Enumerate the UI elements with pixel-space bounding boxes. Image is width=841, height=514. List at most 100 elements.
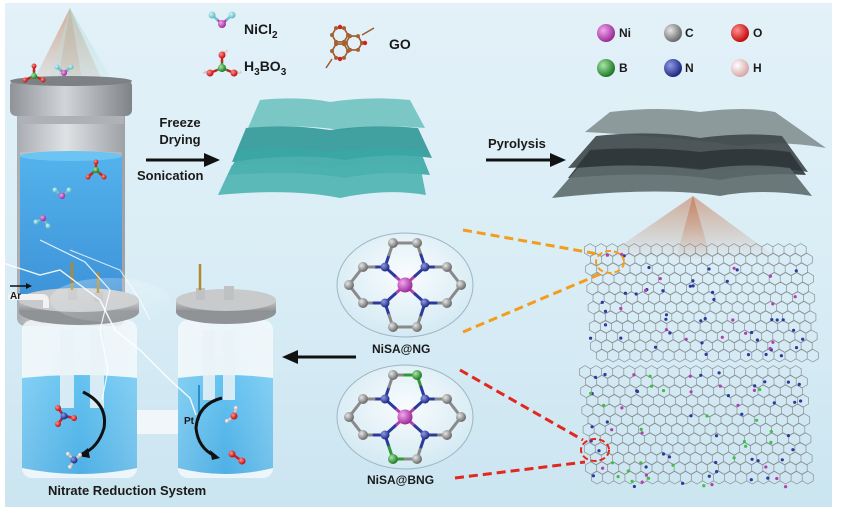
catalyst-label-nisa-bng: NiSA@BNG (367, 473, 435, 487)
bng-lattice-dopant (749, 478, 753, 482)
freeze-text: Freeze (159, 115, 201, 130)
ng-lattice-dopant (691, 279, 695, 283)
bng-lattice-dopant (732, 456, 736, 460)
bng-lattice-dopant (753, 384, 757, 388)
bnin4-molecule (344, 370, 466, 464)
bng-lattice-dopant (590, 425, 594, 429)
nitrate-ion (55, 405, 77, 427)
bng-lattice-dopant (705, 414, 709, 418)
nicl2-in-solution-2 (33, 215, 51, 229)
water-molecule (225, 406, 238, 423)
reagent-h3bo3-label: H3BO3 (244, 58, 286, 78)
bng-lattice-dopant (718, 384, 722, 388)
h3bo3-text-h: H (244, 58, 255, 74)
ng-lattice-dopant (644, 288, 648, 293)
legend-sphere-h (731, 59, 749, 77)
ng-lattice-dopant (664, 317, 668, 321)
bng-lattice-dopant (750, 457, 754, 461)
h3bo3-subscript-3b: 3 (280, 66, 287, 78)
ng-lattice-dopant (779, 354, 784, 358)
legend-sphere-b (597, 59, 615, 77)
reagent-nicl2-label: NiCl2 (244, 21, 278, 41)
bng-lattice-dopant (775, 476, 779, 481)
bng-lattice-dopant (589, 391, 593, 395)
bng-lattice-dopant (605, 420, 609, 424)
arrow-freeze-drying (146, 153, 220, 167)
step-freeze-drying-label: Freeze Drying (154, 114, 206, 148)
go-sheets-teal (218, 98, 432, 198)
ng-lattice-dopant (707, 267, 711, 271)
bng-lattice-dopant (799, 399, 803, 403)
ng-lattice-dopant (668, 331, 672, 335)
ng-lattice-dopant (661, 289, 665, 293)
ng-lattice-dopant (634, 292, 638, 296)
ng-lattice-dopant (623, 291, 628, 295)
cell-caption: Nitrate Reduction System (48, 483, 207, 498)
bng-lattice-dopant (793, 400, 797, 404)
ng-lattice-dopant (664, 328, 669, 332)
reagent-go-label: GO (389, 36, 411, 52)
bng-lattice-dopant (632, 484, 637, 489)
ng-lattice-dopant (775, 318, 779, 322)
bng-lattice-dopant (784, 485, 788, 489)
ng-lattice-dopant (770, 318, 774, 322)
ng-lattice-dopant (792, 328, 796, 332)
bng-lattice-dopant (661, 452, 666, 456)
bng-lattice-dopant (610, 428, 614, 432)
bng-lattice-dopant (626, 469, 630, 473)
ng-lattice-dopant (658, 277, 662, 281)
bng-lattice-dopant (601, 466, 605, 470)
gas-label-ar: Ar (10, 291, 22, 302)
bng-lattice-dopant (591, 474, 596, 478)
ng-lattice-dopant (653, 345, 658, 349)
h3bo3-text-bo: BO (259, 58, 281, 74)
step-sonication-label: Sonication (137, 168, 204, 183)
bng-lattice-dopant (791, 448, 795, 452)
h3bo3-icon (202, 49, 242, 77)
bng-lattice-dopant (740, 412, 744, 416)
bng-lattice-dopant (755, 418, 759, 422)
arrow-pyrolysis (486, 153, 566, 167)
molecule-icons (22, 11, 375, 469)
bng-lattice-dopant (780, 458, 784, 462)
bng-lattice-dopant (699, 373, 703, 377)
ng-lattice-dopant (704, 352, 708, 356)
bng-lattice-dopant (756, 459, 760, 463)
bng-zoom-indicator (454, 368, 610, 480)
bng-lattice-dopant (593, 375, 598, 379)
nicl2-text: NiCl (244, 21, 272, 37)
ng-lattice-dopant (794, 269, 798, 273)
legend-label-c: C (685, 26, 694, 40)
bng-lattice-dopant (639, 427, 643, 431)
ng-lattice-dopant (793, 295, 797, 299)
ng-lattice-dopant (746, 353, 751, 357)
ng-lattice-dopant (603, 309, 608, 313)
bng-lattice-dopant (763, 380, 767, 384)
bng-lattice-dopant (644, 465, 648, 469)
bng-lattice-dopant (640, 431, 644, 435)
ng-lattice-dopant (605, 253, 610, 257)
legend-sphere-n (664, 59, 682, 77)
bng-lattice-dopant (715, 470, 719, 474)
legend-label-o: O (753, 26, 763, 40)
bng-lattice-dopant (710, 483, 714, 487)
bng-lattice-dopant (688, 374, 692, 378)
ng-lattice-dopant (771, 340, 775, 344)
ng-lattice-dopant (664, 313, 669, 317)
bng-lattice-dopant (681, 481, 685, 485)
ammonia-molecule (66, 452, 82, 469)
ng-lattice-dopant (619, 306, 623, 311)
bng-lattice-dopant (616, 475, 620, 479)
legend-label-h: H (753, 61, 762, 75)
ng-lattice-dopant (720, 335, 724, 339)
ng-lattice-dopant (600, 300, 604, 304)
bng-lattice (579, 365, 814, 489)
bng-lattice-dopant (620, 406, 624, 410)
ng-lattice-dopant (768, 346, 772, 351)
nin4-molecule (344, 238, 466, 332)
ng-lattice-dopant (801, 337, 805, 341)
bng-lattice-dopant (717, 371, 721, 375)
step-pyrolysis-label: Pyrolysis (488, 136, 546, 151)
ng-lattice-dopant (744, 331, 748, 335)
ng-lattice-dopant (603, 323, 608, 327)
